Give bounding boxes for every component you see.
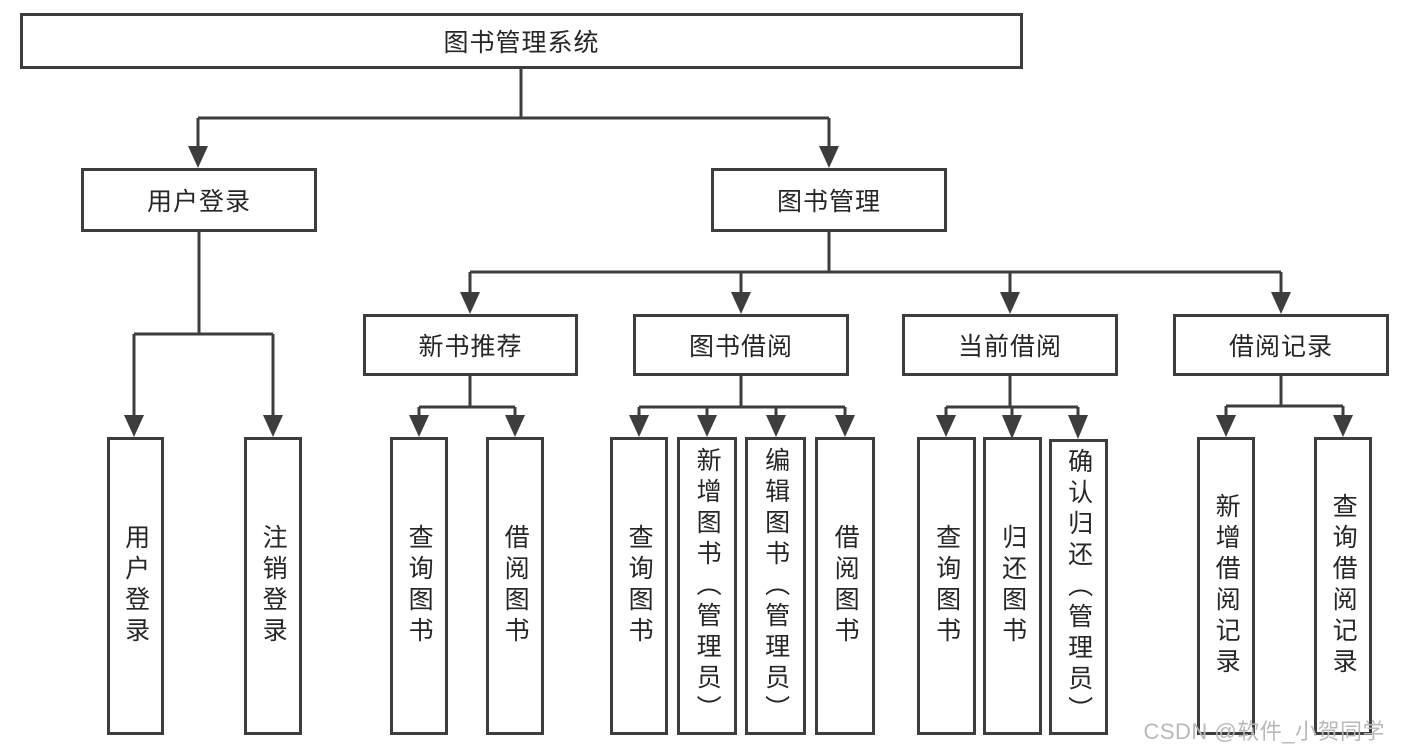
leaf-borrow-books-recommend: 借阅图书: [486, 437, 544, 735]
leaf-confirm-return-admin: 确认归还（管理员）: [1049, 439, 1108, 735]
node-label: 借阅图书: [831, 524, 860, 648]
node-root-system: 图书管理系统: [20, 13, 1023, 69]
node-label: 归还图书: [998, 524, 1027, 648]
node-label: 新增借阅记录: [1212, 493, 1241, 679]
node-label: 当前借阅: [957, 333, 1062, 361]
node-new-book-recommend: 新书推荐: [363, 314, 578, 376]
leaf-query-books-borrowing: 查询图书: [610, 437, 668, 735]
node-label: 查询图书: [932, 524, 961, 648]
leaf-return-books: 归还图书: [983, 437, 1042, 735]
node-current-borrowing: 当前借阅: [902, 314, 1118, 376]
leaf-query-borrow-record: 查询借阅记录: [1314, 437, 1372, 735]
node-borrowing-records: 借阅记录: [1173, 314, 1389, 376]
leaf-add-borrow-record: 新增借阅记录: [1197, 437, 1255, 735]
node-label: 注销登录: [259, 524, 288, 648]
leaf-edit-books-admin: 编辑图书（管理员）: [745, 437, 806, 735]
node-label: 图书管理系统: [443, 29, 600, 57]
node-label: 用户登录: [121, 524, 150, 648]
node-label: 查询借阅记录: [1329, 493, 1358, 679]
csdn-watermark: CSDN @软件_小贺同学: [1143, 719, 1385, 744]
leaf-add-books-admin: 新增图书（管理员）: [677, 437, 737, 735]
node-label: 图书管理: [776, 188, 881, 216]
node-label: 用户登录: [146, 188, 251, 216]
node-label: 图书借阅: [688, 333, 793, 361]
node-label: 确认归还（管理员）: [1064, 447, 1093, 727]
arrowheads: [124, 146, 1353, 439]
node-label: 新书推荐: [418, 333, 523, 361]
leaf-user-login: 用户登录: [107, 437, 164, 735]
leaf-query-books-current: 查询图书: [917, 437, 976, 735]
node-user-login-module: 用户登录: [81, 168, 317, 232]
node-book-management-module: 图书管理: [711, 168, 947, 232]
connector-strokes: [132, 68, 1345, 415]
leaf-query-books-recommend: 查询图书: [390, 437, 448, 735]
node-label: 借阅图书: [501, 524, 530, 648]
node-label: 查询图书: [405, 524, 434, 648]
leaf-borrow-books-borrowing: 借阅图书: [815, 437, 875, 735]
node-label: 借阅记录: [1228, 333, 1333, 361]
node-label: 查询图书: [625, 524, 654, 648]
node-label: 编辑图书（管理员）: [761, 446, 790, 726]
leaf-logout: 注销登录: [244, 437, 302, 735]
node-book-borrowing: 图书借阅: [633, 314, 849, 376]
node-label: 新增图书（管理员）: [693, 446, 722, 726]
